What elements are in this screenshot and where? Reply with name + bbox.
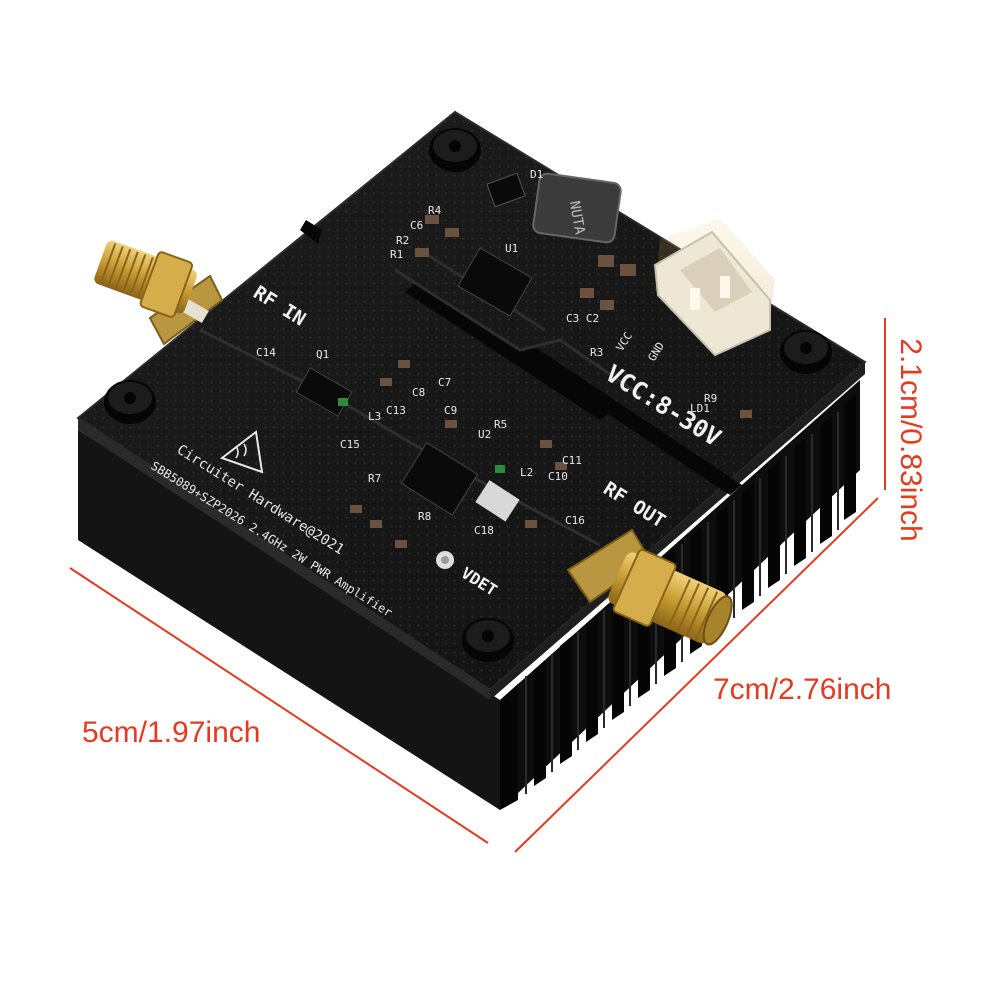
screw-icon: [104, 380, 156, 424]
ref-d1: D1: [530, 168, 543, 181]
shield-pad: [475, 480, 520, 522]
power-connector: [653, 218, 775, 357]
ref-u1: U1: [505, 242, 518, 255]
ref-c14: C14: [256, 346, 276, 359]
inductor-marking: NUTA: [566, 200, 588, 237]
ref-r4: R4: [428, 204, 442, 217]
ref-r3: R3: [590, 346, 603, 359]
ref-r5: R5: [494, 418, 507, 431]
ref-c10: C10: [548, 470, 568, 483]
vdet-test-point: [436, 551, 454, 569]
ref-l2: L2: [520, 466, 533, 479]
ref-c8: C8: [412, 386, 425, 399]
ref-c9: C9: [444, 404, 457, 417]
ref-r1: R1: [390, 248, 403, 261]
ref-r9: R9: [704, 392, 717, 405]
screw-icon: [462, 618, 514, 662]
ref-c16: C16: [565, 514, 585, 527]
sma-connector-rf-out: [566, 528, 733, 646]
width-dimension-line: [69, 567, 489, 844]
length-dimension-label: 7cm/2.76inch: [713, 673, 892, 706]
ref-c7: C7: [438, 376, 451, 389]
height-dimension-label: 2.1cm/0.83inch: [894, 338, 927, 542]
ref-q1: Q1: [316, 348, 329, 361]
ref-c13: C13: [386, 404, 406, 417]
ref-r2: R2: [396, 234, 409, 247]
ic-u2: [400, 441, 479, 516]
components: NUTA: [295, 172, 752, 548]
inductor: [532, 172, 622, 244]
pcb-slots: [300, 220, 742, 495]
ref-c3-c2: C3 C2: [566, 312, 599, 325]
ref-u2: U2: [478, 428, 491, 441]
ref-c18: C18: [474, 524, 494, 537]
sma-connector-rf-in: [94, 240, 224, 346]
dimension-lines: [69, 318, 886, 853]
width-dimension-label: 5cm/1.97inch: [82, 716, 261, 749]
ref-ld1: LD1: [690, 402, 710, 415]
ref-c6: C6: [410, 219, 423, 232]
length-dimension-line: [514, 497, 879, 853]
ref-c15: C15: [340, 438, 360, 451]
screw-icon: [429, 128, 481, 172]
diode-d1: [486, 172, 526, 208]
hot-surface-warning-icon: [219, 430, 264, 474]
ref-r7: R7: [368, 472, 381, 485]
ref-l3: L3: [368, 410, 381, 423]
ref-r8: R8: [418, 510, 431, 523]
ref-c11: C11: [562, 454, 582, 467]
mounting-screws: [104, 128, 832, 662]
ic-u1: [457, 247, 533, 317]
screw-icon: [780, 330, 832, 374]
